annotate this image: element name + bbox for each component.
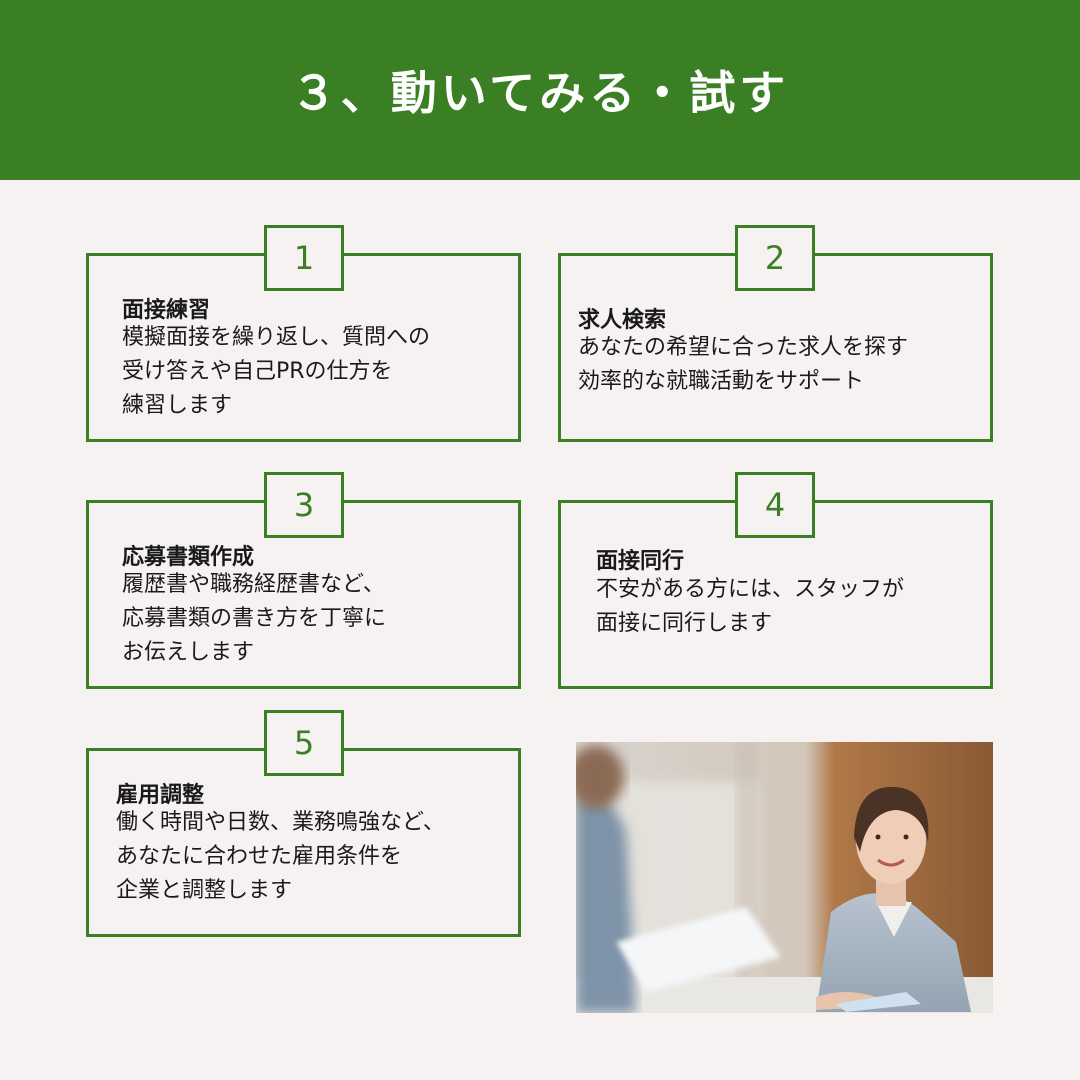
card-line: お伝えします: [122, 640, 255, 665]
card-line: 不安がある方には、スタッフが: [596, 577, 905, 602]
card-description: 働く時間や日数、業務鳴強など、 あなたに合わせた雇用条件を 企業と調整します: [116, 806, 445, 908]
interview-photo-illustration: [576, 742, 993, 1013]
card-line: 受け答えや自己PRの仕方を: [122, 359, 393, 384]
card-title: 応募書類作成: [122, 545, 255, 570]
card-description: 不安がある方には、スタッフが 面接に同行します: [596, 573, 904, 641]
card-line: 履歴書や職務経歴書など、: [122, 572, 385, 597]
card-title: 求人検索: [578, 308, 667, 333]
card-number-3: 3: [264, 472, 344, 538]
card-line: 応募書類の書き方を丁寧に: [122, 606, 387, 631]
header-banner: ３、動いてみる・試す: [0, 0, 1080, 180]
card-description: 履歴書や職務経歴書など、 応募書類の書き方を丁寧に お伝えします: [122, 568, 386, 670]
interview-photo: [576, 742, 993, 1013]
card-description: 模擬面接を繰り返し、質問への 受け答えや自己PRの仕方を 練習します: [122, 321, 430, 423]
card-line: あなたに合わせた雇用条件を: [116, 844, 403, 869]
card-line: 効率的な就職活動をサポート: [578, 369, 865, 394]
card-title: 面接同行: [596, 549, 685, 574]
card-line: 企業と調整します: [116, 878, 293, 903]
card-number-5: 5: [264, 710, 344, 776]
card-number-4: 4: [735, 472, 815, 538]
page-title: ３、動いてみる・試す: [290, 66, 790, 120]
card-number-1: 1: [264, 225, 344, 291]
card-line: 模擬面接を繰り返し、質問への: [122, 325, 431, 350]
card-title: 雇用調整: [116, 783, 205, 808]
card-line: あなたの希望に合った求人を探す: [578, 335, 909, 360]
card-line: 働く時間や日数、業務鳴強など、: [116, 810, 445, 835]
card-line: 面接に同行します: [596, 611, 773, 636]
card-description: あなたの希望に合った求人を探す 効率的な就職活動をサポート: [578, 331, 908, 399]
card-title: 面接練習: [122, 298, 211, 323]
card-line: 練習します: [122, 393, 233, 418]
card-number-2: 2: [735, 225, 815, 291]
